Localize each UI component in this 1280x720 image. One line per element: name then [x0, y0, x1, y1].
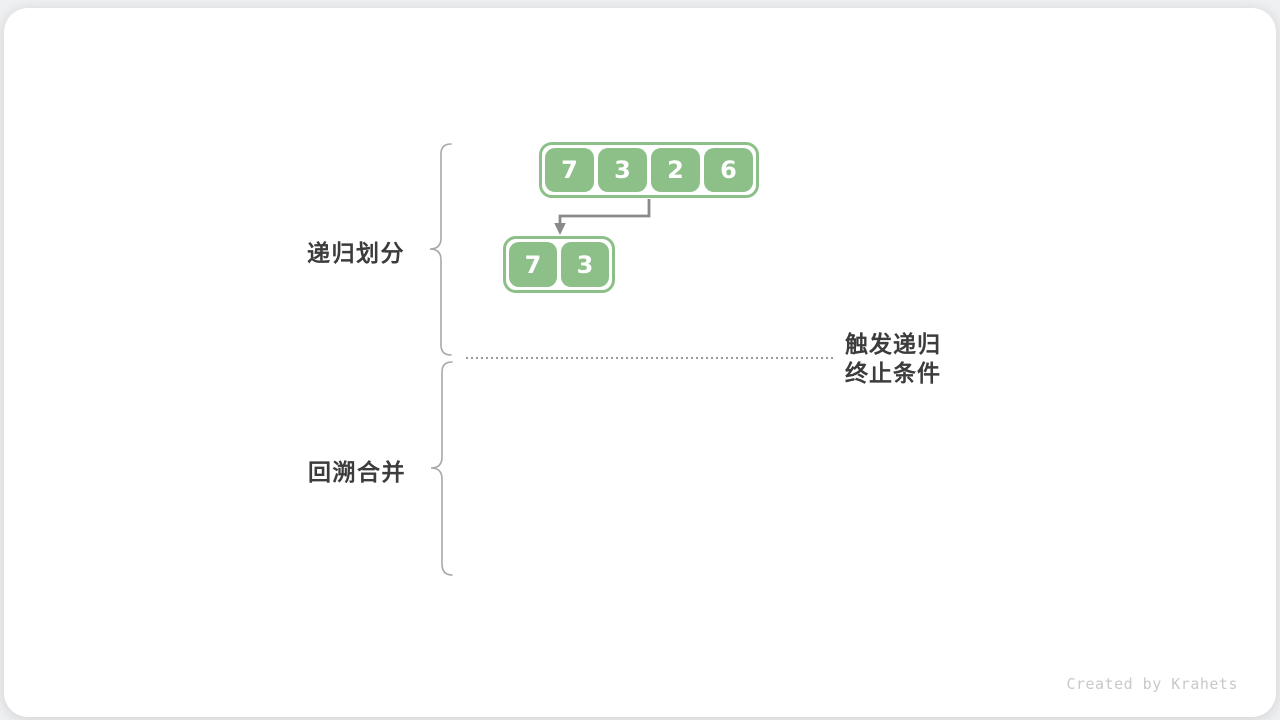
- diagram-card: [4, 8, 1276, 717]
- termination-condition-line2: 终止条件: [845, 359, 941, 386]
- watermark-credit: Created by Krahets: [1066, 675, 1238, 693]
- termination-condition-label: 触发递归 终止条件: [845, 330, 941, 387]
- array-cell: 6: [704, 148, 753, 192]
- section-label-divide: 递归划分: [307, 240, 405, 266]
- termination-condition-line1: 触发递归: [845, 331, 941, 357]
- array-cell: 7: [509, 242, 557, 287]
- array-cell: 7: [545, 148, 594, 192]
- array-cell: 2: [651, 148, 700, 192]
- top-array: 7 3 2 6: [539, 142, 759, 198]
- section-label-merge: 回溯合并: [308, 459, 406, 485]
- sub-array: 7 3: [503, 236, 615, 293]
- array-cell: 3: [598, 148, 647, 192]
- array-cell: 3: [561, 242, 609, 287]
